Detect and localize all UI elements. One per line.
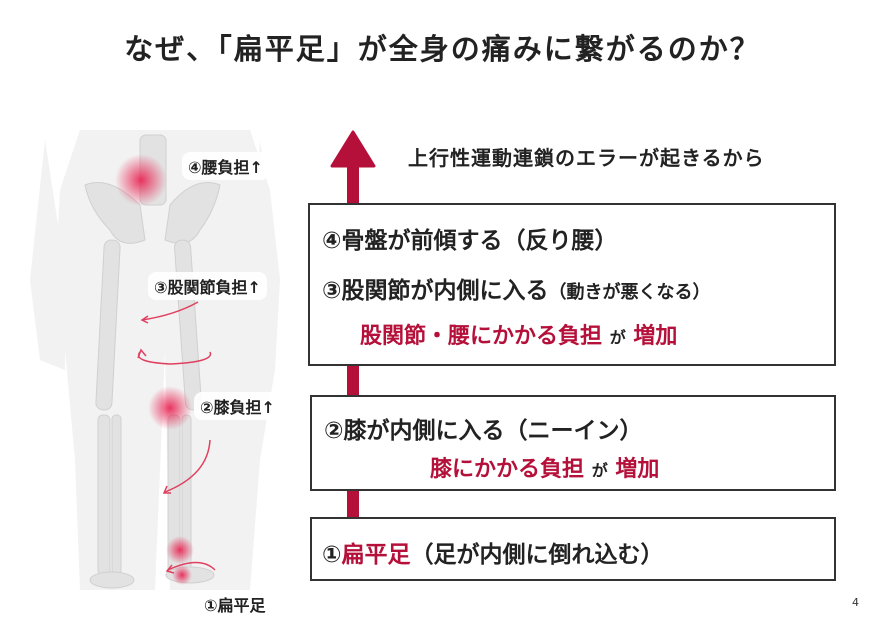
rotation-arrows — [137, 301, 216, 574]
knee-load-result: 膝にかかる負担 が 増加 — [430, 451, 659, 483]
box-pelvis-hip: ④骨盤が前傾する（反り腰） ③股関節が内側に入る（動きが悪くなる） 股関節・腰に… — [308, 203, 836, 366]
result-particle: が — [591, 461, 608, 480]
box-knee: ②膝が内側に入る（ニーイン） 膝にかかる負担 が 増加 — [310, 395, 836, 491]
slide-title: なぜ、「扁平足」が全身の痛みに繋がるのか？ — [124, 32, 761, 66]
skeleton-illustration — [30, 130, 280, 590]
hip-waist-load-result: 股関節・腰にかかる負担 が 増加 — [360, 318, 677, 350]
flatfoot-term: 扁平足 — [341, 542, 411, 568]
result-particle: が — [609, 328, 626, 347]
knee-pain-glow — [148, 386, 192, 430]
flatfoot-description: （足が内側に倒れ込む） — [410, 542, 664, 568]
result-subject: 股関節・腰にかかる負担 — [360, 324, 603, 349]
foot-pain-glow — [172, 565, 192, 585]
result-increase: 増加 — [633, 324, 678, 349]
figure-label-knee: ②膝負担↑ — [194, 392, 281, 420]
step-number: ① — [322, 542, 342, 568]
hip-inward-text: ③股関節が内側に入る（動きが悪くなる） — [322, 271, 710, 305]
knee-in-text: ②膝が内側に入る（ニーイン） — [324, 418, 643, 444]
ankle-pain-glow — [166, 536, 194, 564]
waist-pain-glow — [115, 154, 167, 206]
figure-label-foot: ①扁平足 — [198, 590, 272, 618]
page-number: 4 — [852, 596, 859, 609]
chain-subtitle: 上行性運動連鎖のエラーが起きるから — [408, 146, 765, 170]
figure-label-waist: ④腰負担↑ — [182, 152, 269, 180]
hip-inward-main: ③股関節が内側に入る — [322, 278, 549, 304]
figure-label-hip: ③股関節負担↑ — [148, 272, 267, 300]
hip-inward-note: （動きが悪くなる） — [548, 282, 711, 303]
result-subject: 膝にかかる負担 — [430, 457, 585, 482]
result-increase: 増加 — [615, 457, 660, 482]
box-flatfoot: ①扁平足（足が内側に倒れ込む） — [310, 517, 836, 581]
flatfoot-text: ①扁平足（足が内側に倒れ込む） — [322, 535, 663, 569]
pelvis-tilt-text: ④骨盤が前傾する（反り腰） — [322, 228, 618, 254]
